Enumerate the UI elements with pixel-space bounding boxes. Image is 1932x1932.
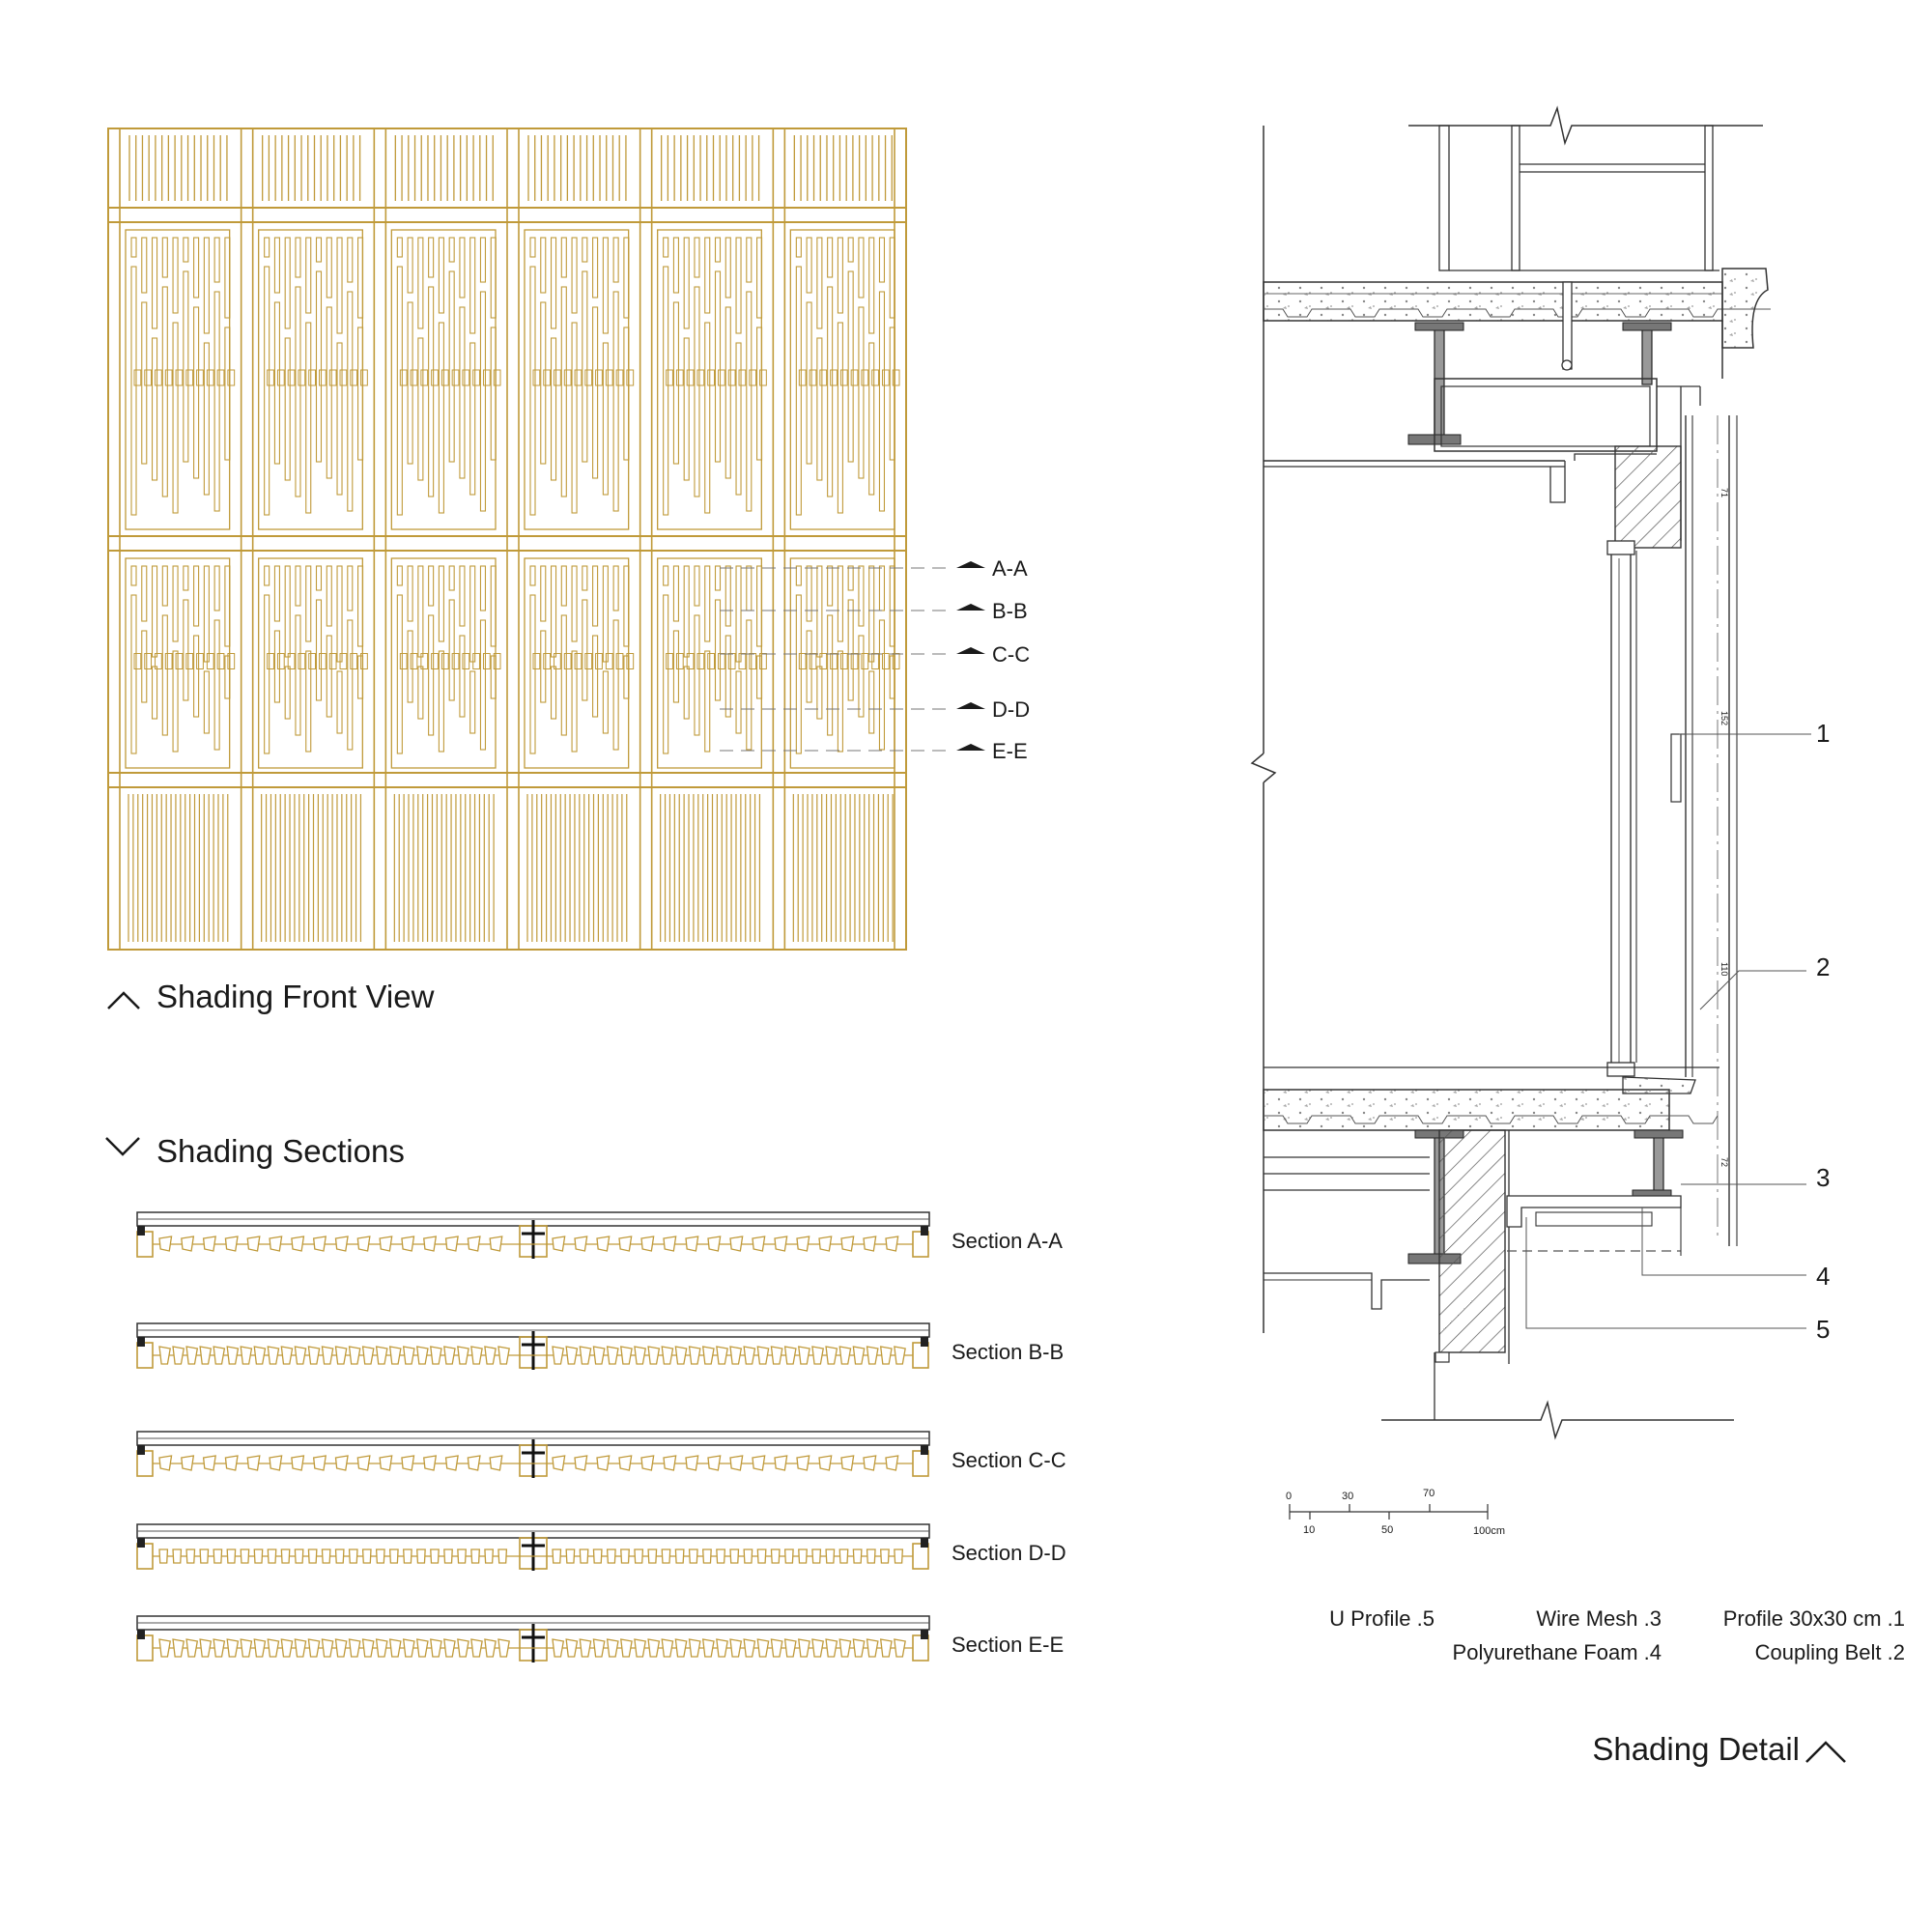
scale-tick-30: 30	[1342, 1491, 1353, 1502]
front-panel	[373, 128, 501, 951]
section-drawing	[136, 1615, 930, 1662]
callout-5: 5	[1816, 1315, 1830, 1344]
front-panel	[772, 128, 900, 951]
section-arrow-icon	[956, 647, 985, 654]
section-marker: D-D	[720, 697, 1030, 722]
section-drawing	[136, 1322, 930, 1370]
section-label: Section E-E	[952, 1633, 1064, 1657]
shading-front-view	[107, 128, 907, 951]
section-arrow-icon	[956, 702, 985, 709]
dimension-71: 71	[1719, 488, 1729, 497]
dimension-110: 110	[1719, 962, 1729, 976]
section-drawing	[136, 1211, 930, 1259]
dimension-72: 72	[1719, 1157, 1729, 1167]
sections-title-group: Shading Sections	[105, 1133, 405, 1169]
section-marker-label: B-B	[992, 599, 1028, 623]
scale-tick-0: 0	[1286, 1491, 1292, 1502]
scale-tick-50: 50	[1381, 1524, 1393, 1536]
section-label: Section D-D	[952, 1541, 1066, 1565]
section-marker: B-B	[720, 599, 1028, 623]
scale-bar: 0 30 70 10 50 100cm	[1286, 1488, 1505, 1537]
legend-coupling-belt: Coupling Belt .2	[1755, 1640, 1905, 1664]
sections-title: Shading Sections	[156, 1133, 405, 1169]
front-panel	[639, 128, 767, 951]
legend-profile: Profile 30x30 cm .1	[1723, 1606, 1905, 1631]
callout-2: 2	[1816, 952, 1830, 981]
shading-sections: Section A-A Section B-B Section C-C Section…	[136, 1211, 1066, 1662]
legend-u-profile: U Profile .5	[1329, 1606, 1435, 1631]
legend-polyurethane-foam: Polyurethane Foam .4	[1453, 1640, 1662, 1664]
scale-tick-10: 10	[1303, 1524, 1315, 1536]
chevron-up-icon	[1805, 1741, 1846, 1763]
front-panel	[506, 128, 635, 951]
chevron-down-icon	[105, 1137, 140, 1156]
callout-3: 3	[1816, 1163, 1830, 1192]
callout-4: 4	[1816, 1262, 1830, 1291]
section-label: Section B-B	[952, 1340, 1064, 1364]
section-arrow-icon	[956, 744, 985, 751]
section-marker-label: E-E	[992, 739, 1028, 763]
detail-legend: U Profile .5 Wire Mesh .3 Profile 30x30 …	[1329, 1606, 1905, 1664]
section-marker: A-A	[720, 556, 1028, 581]
scale-tick-70: 70	[1423, 1488, 1435, 1499]
front-panel	[240, 128, 368, 951]
section-drawing	[136, 1523, 930, 1571]
section-arrow-icon	[956, 561, 985, 568]
detail-title-group: Shading Detail	[1592, 1731, 1846, 1767]
section-drawing	[136, 1431, 930, 1478]
section-marker: E-E	[720, 739, 1028, 763]
dimension-152: 152	[1719, 711, 1729, 725]
chevron-up-icon	[107, 991, 140, 1009]
section-marker-label: D-D	[992, 697, 1030, 722]
section-markers: A-A B-B C-C D-D E-E	[720, 556, 1030, 763]
section-arrow-icon	[956, 604, 985, 611]
section-label: Section C-C	[952, 1448, 1066, 1472]
detail-title: Shading Detail	[1592, 1731, 1800, 1767]
legend-wire-mesh: Wire Mesh .3	[1536, 1606, 1662, 1631]
shading-detail-drawing: 71 152 110 72	[1250, 105, 1830, 1537]
front-view-title: Shading Front View	[156, 979, 435, 1014]
section-marker-label: C-C	[992, 642, 1030, 667]
callout-1: 1	[1816, 719, 1830, 748]
section-label: Section A-A	[952, 1229, 1063, 1253]
front-view-title-group: Shading Front View	[107, 979, 435, 1014]
section-marker: C-C	[720, 642, 1030, 667]
scale-tick-100cm: 100cm	[1473, 1525, 1505, 1537]
section-marker-label: A-A	[992, 556, 1028, 581]
front-panel	[107, 128, 236, 951]
